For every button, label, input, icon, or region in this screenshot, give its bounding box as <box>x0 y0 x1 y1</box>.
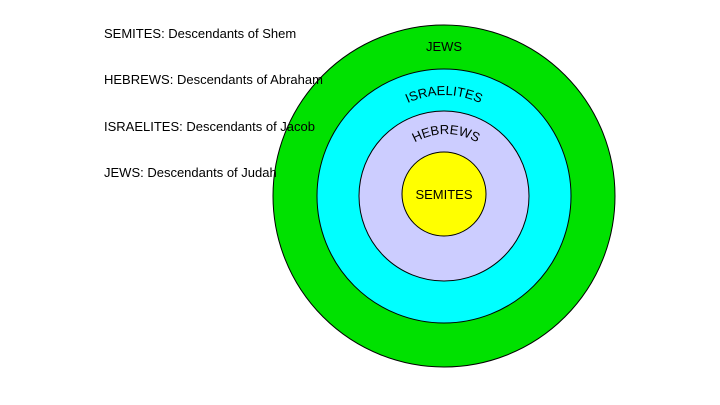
semites-label: SEMITES <box>415 187 472 202</box>
hebrews-label-path: HEBREWS <box>410 122 483 145</box>
legend-israelites: ISRAELITES: Descendants of Jacob <box>104 119 315 134</box>
hebrews-label: HEBREWS <box>410 122 483 145</box>
israelites-label-path: ISRAELITES <box>403 83 485 106</box>
jews-label: JEWS <box>426 39 462 54</box>
legend-semites: SEMITES: Descendants of Shem <box>104 26 297 41</box>
semites-circle <box>401 151 487 237</box>
israelites-label: ISRAELITES <box>403 83 485 106</box>
legend-jews: JEWS: Descendants of Judah <box>104 165 277 180</box>
legend-hebrews: HEBREWS: Descendants of Abraham <box>104 72 323 87</box>
